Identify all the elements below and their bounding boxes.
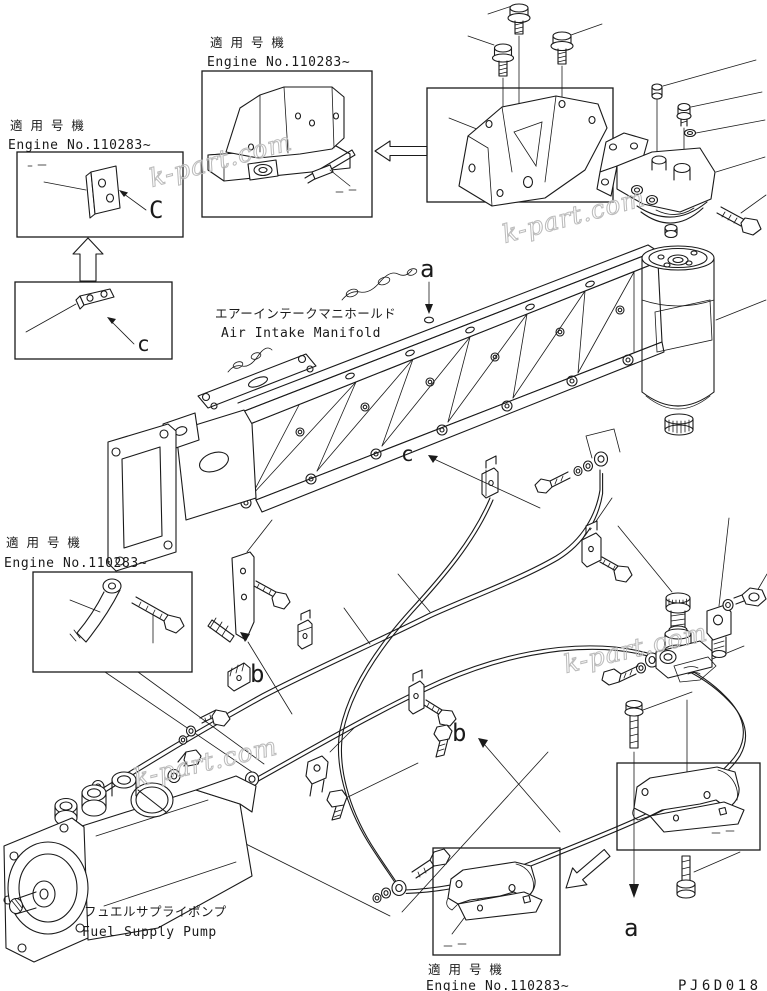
marker-a-bottom-text: a: [624, 914, 638, 942]
manifold-inlet-flange: [107, 423, 177, 572]
applicability-jp-1: 適 用 号 機: [10, 118, 86, 133]
applicability-engine-3: Engine No.110283~: [4, 556, 147, 571]
detail-arrow-up: [72, 237, 104, 282]
air-intake-manifold-drawing: [107, 244, 665, 572]
applicability-jp-4: 適 用 号 機: [428, 962, 504, 977]
applicability-engine-2: Engine No.110283~: [207, 55, 350, 70]
fuel-supply-pump-label-en: Fuel Supply Pump: [82, 925, 217, 940]
callout-bracket-topcenter: 適 用 号 機 Engine No.110283~: [201, 35, 373, 218]
callout-box-1: [16, 151, 184, 238]
callout-lever-bracket: 適 用 号 機 Engine No.110283~: [4, 535, 193, 673]
fuel-supply-pump-drawing: [3, 749, 348, 963]
detail-arrow-downleft: [565, 848, 611, 889]
marker-a-top: a: [420, 255, 434, 324]
marker-a-top-text: a: [420, 255, 434, 283]
detail-arrow-left: [374, 140, 428, 162]
marker-c-upper-text: C: [149, 196, 163, 224]
bottom-right-details: [432, 699, 761, 956]
marker-c-box2-text: c: [137, 332, 150, 356]
marker-b-left-text: b: [250, 660, 264, 688]
callout-plate-c-lower: c: [14, 281, 173, 360]
applicability-jp-2: 適 用 号 機: [210, 35, 286, 50]
callout-box-5: [32, 571, 193, 673]
priming-pump-drawing: [655, 587, 767, 683]
air-intake-manifold-label-en: Air Intake Manifold: [221, 326, 381, 341]
fuel-tubes: [99, 469, 747, 894]
drawing-code: PJ6D018: [678, 978, 762, 991]
callout-box-2: [14, 281, 173, 360]
marker-c-middle: c: [401, 442, 541, 509]
watermark-1: k-part.com: [146, 127, 295, 193]
gasket-strips: [227, 268, 418, 373]
callout-plate-c-upper: 適 用 号 機 Engine No.110283~ C: [8, 118, 184, 238]
callout-box-6: [616, 762, 761, 851]
fuel-filter-head-drawing: [596, 83, 762, 239]
manifold-bosses: [295, 305, 625, 437]
fuel-filter-cartridge-drawing: [641, 245, 715, 436]
support-bracket-drawing: [207, 551, 291, 643]
manifold-gasket-plate: [197, 353, 317, 409]
marker-b-right: b: [452, 719, 561, 833]
callout-box-7: [432, 847, 561, 956]
manifold-rail-holes: [345, 280, 595, 380]
engine-mount-bracket-box: [426, 87, 614, 207]
callout-box-3: [201, 70, 373, 218]
applicability-jp-3: 適 用 号 機: [6, 535, 82, 550]
applicability-engine-4: Engine No.110283~: [426, 979, 569, 991]
tube-clips: [227, 455, 633, 758]
fuel-supply-pump-label-jp: フュエルサプライポンプ: [84, 904, 227, 919]
applicability-engine-1: Engine No.110283~: [8, 138, 151, 153]
marker-b-right-text: b: [452, 719, 466, 747]
air-intake-manifold-label-jp: エアーインテークマニホールド: [215, 306, 396, 321]
marker-a-bottom: a: [624, 884, 639, 942]
marker-c-middle-text: c: [401, 442, 414, 466]
marker-b-left: b: [240, 632, 293, 715]
